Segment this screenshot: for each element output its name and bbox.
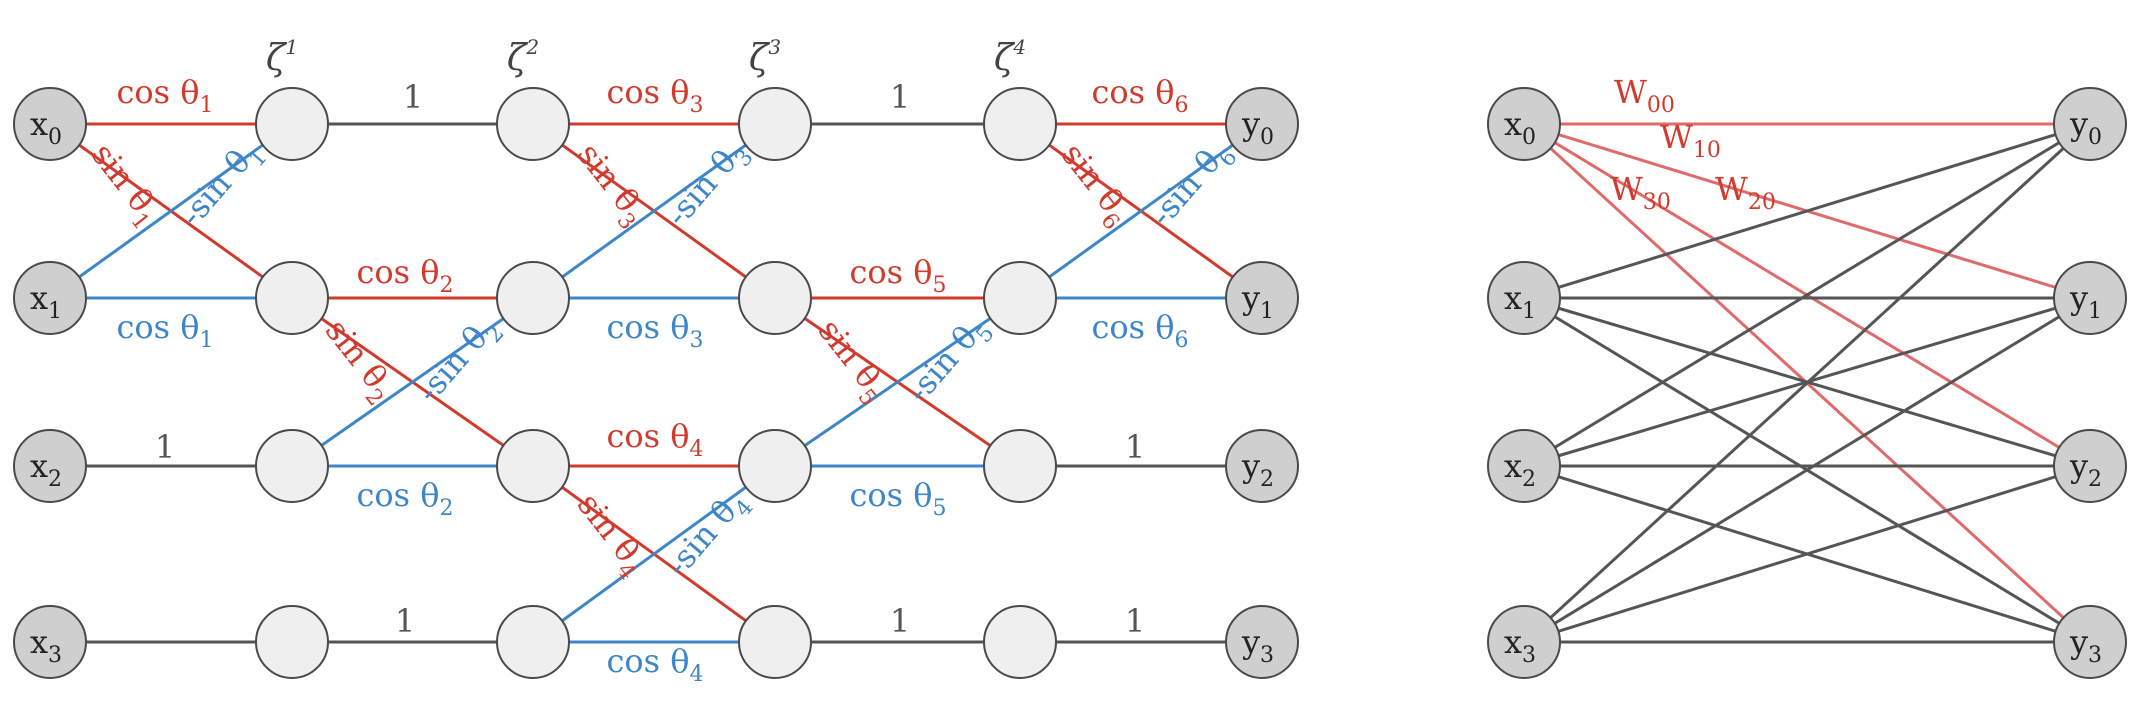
input-label: x1 [1504,279,1536,324]
input-node [13,429,87,503]
input-node [1487,605,1561,679]
mesh-node [496,261,570,335]
edge-label: cos θ6 [1091,73,1188,118]
edge-label: cos θ6 [1091,308,1188,353]
mesh-node [738,605,812,679]
stage-label: ζ3 [749,35,781,79]
mesh-node [496,429,570,503]
output-label: y1 [2069,279,2102,324]
edge-label: cos θ1 [116,308,213,353]
mesh-node [738,429,812,503]
mesh-node [983,87,1057,161]
input-label: x0 [1504,105,1536,150]
stage-label: ζ1 [266,35,298,79]
input-label: x2 [1504,447,1536,492]
edge-label: 1 [1125,602,1145,640]
input-node [13,87,87,161]
neg-sin-edge [774,296,1021,468]
mesh-node [255,261,329,335]
input-label: x3 [30,623,62,668]
output-node [1225,429,1299,503]
output-label: y3 [1241,623,1274,668]
edge-label: cos θ4 [606,642,703,687]
edge-label: -sin θ4 [658,482,759,588]
output-node [1225,261,1299,335]
edge-label: 1 [395,602,415,640]
dense-edge [1523,122,2091,468]
dense-edge [1523,464,2091,644]
stage-label: ζ2 [507,35,539,79]
input-node [1487,261,1561,335]
neg-sin-edge [291,296,534,468]
output-label: y2 [2069,447,2102,492]
weight-label: W00 [1614,73,1675,118]
mesh-node [255,605,329,679]
output-label: y0 [2069,105,2102,150]
mesh-node [738,87,812,161]
neg-sin-edge [532,122,776,300]
edge-label: 1 [890,78,910,116]
dense-edge [1522,122,2092,644]
edge-label: sin θ4 [564,486,655,585]
edge-label: cos θ4 [606,417,703,462]
output-node [2053,87,2127,161]
dense-edge [1523,122,2091,300]
edge-label: cos θ5 [849,476,946,521]
mesh-node [255,87,329,161]
edge-label: 1 [890,602,910,640]
dense-edge [1523,296,2091,644]
edge-label: 1 [155,428,175,466]
output-label: y3 [2069,623,2102,668]
output-label: y2 [1241,447,1274,492]
edge-label: cos θ3 [606,308,703,353]
edge-label: cos θ1 [116,73,213,118]
output-node [2053,429,2127,503]
neg-sin-edge [49,122,293,300]
neg-sin-edge [1019,122,1263,300]
output-node [2053,605,2127,679]
input-label: x2 [30,447,62,492]
output-label: y1 [1241,279,1274,324]
weight-label: W10 [1660,118,1721,163]
edges-layer [49,122,2092,644]
output-node [1225,605,1299,679]
mesh-node [496,605,570,679]
input-node [1487,87,1561,161]
edge-label: cos θ2 [356,476,453,521]
output-node [1225,87,1299,161]
edge-label: cos θ3 [606,73,703,118]
mesh-node [255,429,329,503]
weight-label: W20 [1715,170,1776,215]
input-node [13,605,87,679]
edge-label: 1 [1125,428,1145,466]
stage-label: ζ4 [994,35,1026,79]
edge-label: 1 [403,78,423,116]
edge-label: cos θ5 [849,253,946,298]
input-node [13,261,87,335]
neg-sin-edge [532,464,776,644]
input-label: x0 [30,105,62,150]
mesh-node [738,261,812,335]
mesh-node [983,605,1057,679]
output-node [2053,261,2127,335]
mesh-node [496,87,570,161]
mesh-node [983,261,1057,335]
input-node [1487,429,1561,503]
input-label: x1 [30,279,62,324]
nodes-layer [13,87,2127,679]
input-label: x3 [1504,623,1536,668]
edge-label: cos θ2 [356,253,453,298]
weight-label: W30 [1610,170,1671,215]
mesh-node [983,429,1057,503]
output-label: y0 [1241,105,1274,150]
